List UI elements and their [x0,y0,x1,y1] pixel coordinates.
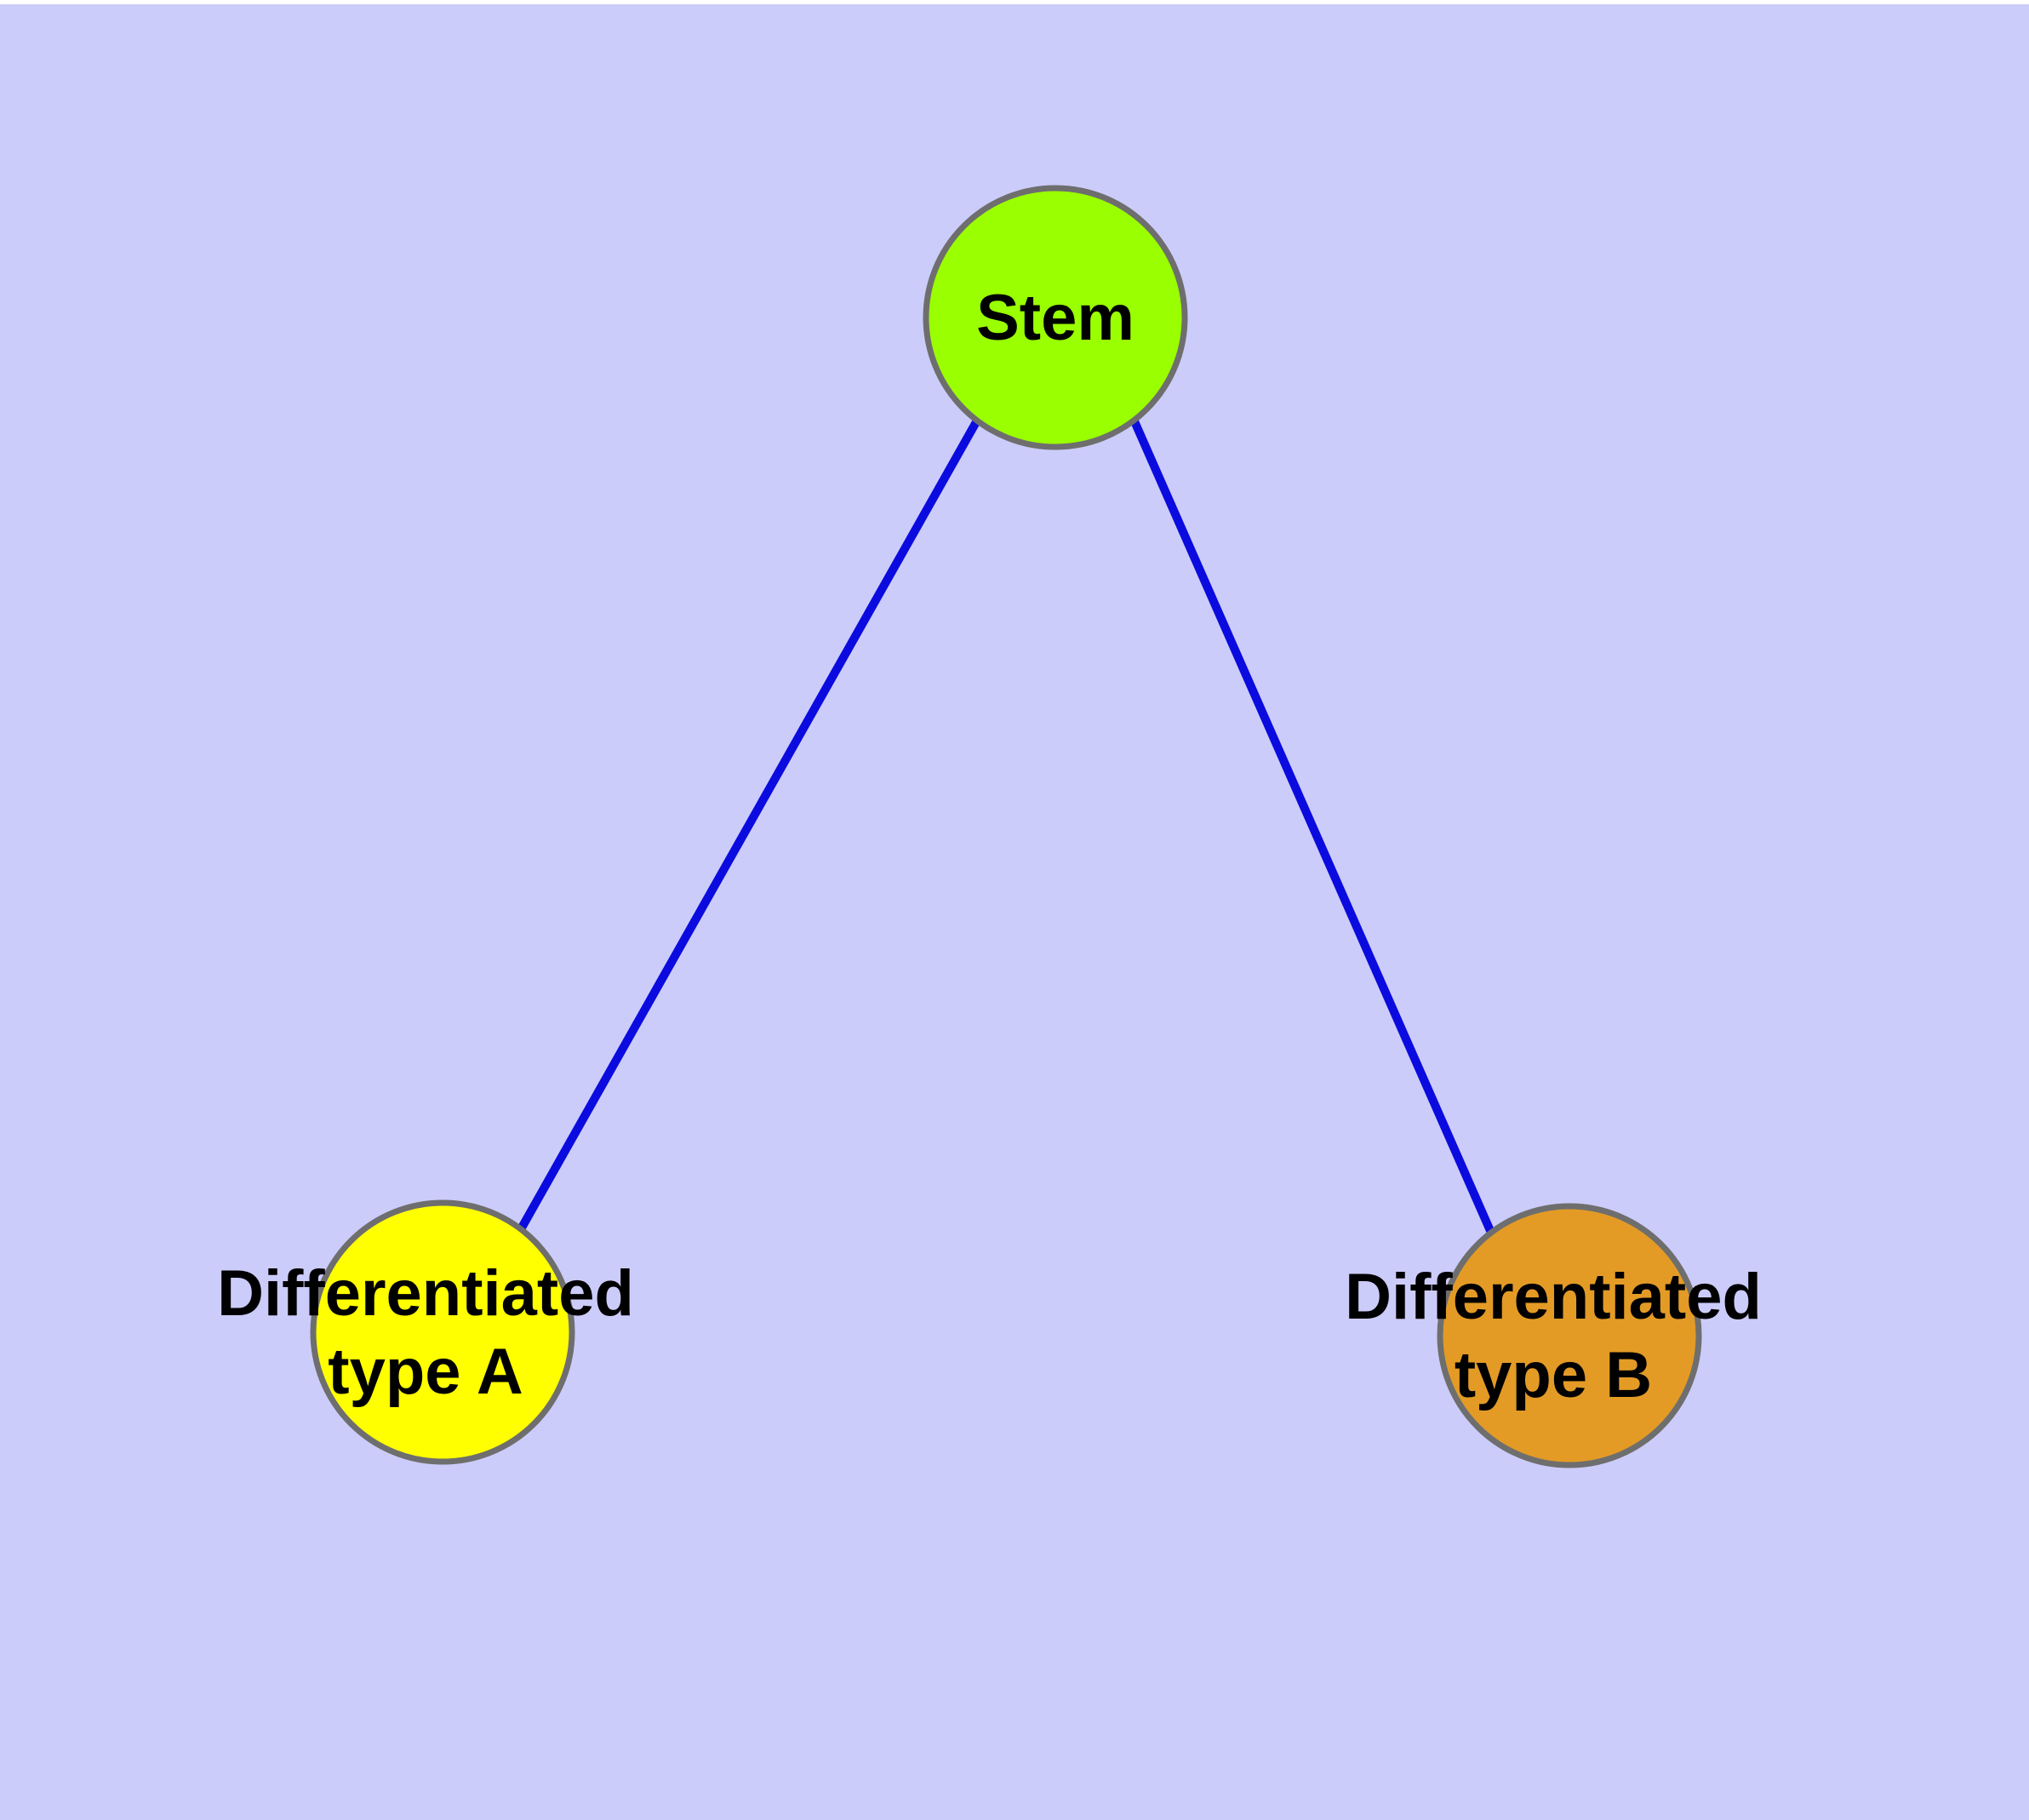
nodes-layer [310,185,1702,1468]
label-line: Stem [976,282,1135,354]
label-line: Differentiated [1345,1261,1762,1333]
label-line: Differentiated [217,1257,634,1330]
label-line: type B [1455,1339,1652,1411]
graph-node-stem[interactable] [923,185,1188,450]
graph-edge[interactable] [1130,419,1495,1235]
graph-edge[interactable] [517,418,981,1232]
graph-node-label-stem: Stem [976,282,1135,354]
graph-node-diff_a[interactable] [310,1199,575,1465]
edges-layer [517,418,1495,1235]
label-line: type A [328,1336,523,1408]
graph-node-diff_b[interactable] [1437,1203,1702,1468]
